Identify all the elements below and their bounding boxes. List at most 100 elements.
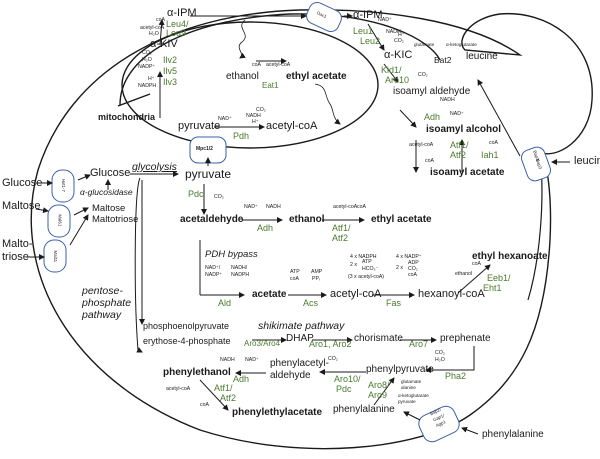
enzyme-kid1: Kid1/ bbox=[381, 65, 402, 75]
metabolite-acetate: acetate bbox=[252, 289, 287, 300]
cofactor-kid1-co2: CO₂ bbox=[418, 72, 428, 78]
metabolite-ethyl-acetate-mito: ethyl acetate bbox=[286, 71, 347, 82]
enzyme-pha2: Pha2 bbox=[445, 371, 467, 381]
transporter-hxt bbox=[51, 169, 75, 203]
enzyme-iah1: Iah1 bbox=[481, 150, 499, 160]
cofactor-iah1-coa: coA bbox=[489, 140, 498, 146]
arrow-adh-isoamyl bbox=[399, 109, 417, 128]
cofactor-leu1-co2: CO₂ bbox=[394, 38, 404, 44]
arrow-pha2 bbox=[425, 346, 475, 373]
cofactor-adh-phenyl-nad: NAD⁺ bbox=[245, 357, 259, 363]
external-glucose: Glucose bbox=[2, 177, 43, 189]
label-mal11: Mal11 bbox=[53, 250, 59, 263]
enzyme-atf2-isoamyl: Atf2 bbox=[450, 150, 467, 160]
cofactor-leu1-nad: NAD⁺ bbox=[378, 17, 392, 23]
arrow-phe-in bbox=[461, 426, 479, 435]
enzyme-eht1: Eht1 bbox=[483, 283, 502, 293]
metabolite-alpha-kic: α-KIC bbox=[384, 49, 413, 61]
metabolite-ethyl-hexanoate: ethyl hexanoate bbox=[472, 251, 548, 262]
mitochondria-outer bbox=[119, 13, 441, 106]
pathway-alpha-glucosidase: α-glucosidase bbox=[80, 187, 133, 197]
enzyme-adh-isoamyl: Adh bbox=[424, 112, 441, 122]
ethanol-diffusion-in bbox=[238, 19, 246, 59]
enzyme-adh-phenyl: Adh bbox=[233, 374, 250, 384]
cofactor-acs-coa: coA bbox=[290, 276, 299, 282]
arrow-aro-transport bbox=[403, 411, 421, 421]
cofactor-bat2-glutamate: glutamate bbox=[414, 42, 435, 47]
enzyme-aro7: Aro7 bbox=[409, 339, 429, 349]
enzyme-atf1: Atf1/ bbox=[332, 223, 351, 233]
pathway-glycolysis: glycolysis bbox=[132, 161, 177, 173]
enzyme-leu9: Leu9 bbox=[166, 28, 187, 38]
enzyme-pdc: Pdc bbox=[188, 189, 204, 199]
cofactor-atf-isoamyl-acetylcoa: acetyl-coA bbox=[409, 142, 434, 148]
cofactor-pdh-nadh: NADH bbox=[246, 113, 261, 119]
cofactor-fas-hco3: HCO₃⁻ bbox=[362, 266, 379, 272]
cofactor-leu4-h2o: H₂O bbox=[149, 31, 159, 37]
cofactor-pha2-h2o: H₂O bbox=[435, 357, 445, 363]
enzyme-aro10-phenyl: Aro10/ bbox=[334, 374, 361, 384]
metabolite-alpha-ipm-mito: α-IPM bbox=[167, 7, 197, 19]
enzyme-atf2-phenyl: Atf2 bbox=[220, 393, 237, 403]
metabolite-phenylethanol: phenylethanol bbox=[163, 367, 231, 378]
enzyme-leu1: Leu1 bbox=[353, 26, 374, 36]
metabolite-isoamyl-alcohol: isoamyl alcohol bbox=[426, 124, 502, 135]
cofactor-atf-phenyl-acetylcoa: acetyl-coA bbox=[166, 386, 191, 392]
enzyme-pdc-phenyl: Pdc bbox=[336, 384, 352, 394]
external-maltose: Maltose bbox=[2, 200, 41, 212]
cofactor-leu4-coa: coA bbox=[156, 17, 165, 23]
metabolite-ethanol-mito: ethanol bbox=[226, 71, 259, 82]
cofactor-bat2-akg: α-ketoglutarate bbox=[446, 42, 477, 47]
metabolite-alpha-ipm-cyto: α-IPM bbox=[353, 9, 383, 21]
cofactor-ald-nadh: NADH/ bbox=[231, 265, 248, 271]
cofactor-ilv-h2o: H₂O bbox=[142, 57, 152, 63]
metabolite-glucose: Glucose bbox=[90, 167, 131, 179]
cofactor-aro8-akg: α-ketoglutarate bbox=[398, 393, 429, 398]
external-maltotriose-2: triose bbox=[2, 251, 29, 263]
enzyme-aro9: Aro9 bbox=[368, 390, 388, 400]
cofactor-fas-2x: 2 x bbox=[350, 262, 357, 268]
cofactor-fas-co2: CO₂ bbox=[408, 266, 418, 272]
mitochondria-outline bbox=[121, 21, 379, 149]
arrow-ppp bbox=[134, 177, 143, 353]
cofactor-eat1-coa: coA bbox=[252, 62, 261, 68]
metabolite-phenylethylacetate: phenylethylacetate bbox=[232, 407, 323, 418]
cofactor-pdh-co2: CO₂ bbox=[256, 107, 266, 113]
external-phenylalanine: phenylalanine bbox=[482, 429, 544, 440]
transporter-mal61 bbox=[47, 204, 71, 238]
arrow-hxt-glucose bbox=[77, 174, 91, 181]
metabolite-isoamyl-acetate: isoamyl acetate bbox=[430, 167, 505, 178]
cofactor-aro8-pyruvate: pyruvate bbox=[398, 399, 416, 404]
metabolite-phenylalanine: phenylalanine bbox=[333, 404, 395, 415]
cofactor-acs-atp: ATP bbox=[290, 269, 300, 275]
external-maltotriose-1: Malto- bbox=[2, 238, 33, 250]
cofactor-fas-out-2x: 2 x bbox=[396, 265, 403, 271]
arrow-kid1 bbox=[383, 63, 399, 83]
cofactor-eeb-ethanol: ethanol bbox=[455, 271, 473, 277]
enzyme-adh: Adh bbox=[257, 223, 274, 233]
cofactor-fas-nadp: 4 x NADP⁺ bbox=[396, 254, 422, 260]
enzyme-leu4: Leu4/ bbox=[166, 19, 189, 29]
transporter-bap bbox=[521, 146, 551, 182]
arrow-maltose-in bbox=[35, 207, 49, 214]
metabolite-alpha-kiv: α-KIV bbox=[150, 38, 178, 50]
cofactor-ald-nad: NAD⁺/ bbox=[205, 265, 221, 271]
enzyme-atf1-phenyl: Atf1/ bbox=[214, 383, 233, 393]
metabolite-acetyl-coa: acetyl-coA bbox=[330, 288, 382, 300]
metabolite-isoamyl-aldehyde: isoamyl aldehyde bbox=[393, 86, 471, 97]
cofactor-pdh-h: H⁺ bbox=[252, 119, 259, 125]
cofactor-adh-isoamyl-nad: NAD⁺ bbox=[450, 111, 464, 117]
enzyme-bat2: Bat2 bbox=[434, 55, 452, 65]
metabolite-prephenate: prephenate bbox=[440, 333, 491, 344]
metabolite-hexanoyl-coa: hexanoyl-coA bbox=[418, 288, 485, 300]
pathway-shikimate: shikimate pathway bbox=[258, 320, 345, 332]
metabolite-phenylacetylaldehyde-2: aldehyde bbox=[270, 370, 311, 381]
ethyl-acetate-diffusion-out bbox=[314, 83, 341, 125]
pathway-ppp-2: phosphate bbox=[82, 297, 132, 309]
metabolite-pyruvate-mito: pyruvate bbox=[178, 120, 221, 132]
metabolite-phenylacetylaldehyde-1: phenylacetyl- bbox=[270, 358, 329, 369]
pathway-pdh-bypass: PDH bypass bbox=[205, 249, 258, 260]
cofactor-leu1-nadh: NADH bbox=[386, 29, 401, 35]
enzyme-pdh: Pdh bbox=[233, 131, 250, 141]
arrow-aro8 bbox=[373, 377, 395, 406]
